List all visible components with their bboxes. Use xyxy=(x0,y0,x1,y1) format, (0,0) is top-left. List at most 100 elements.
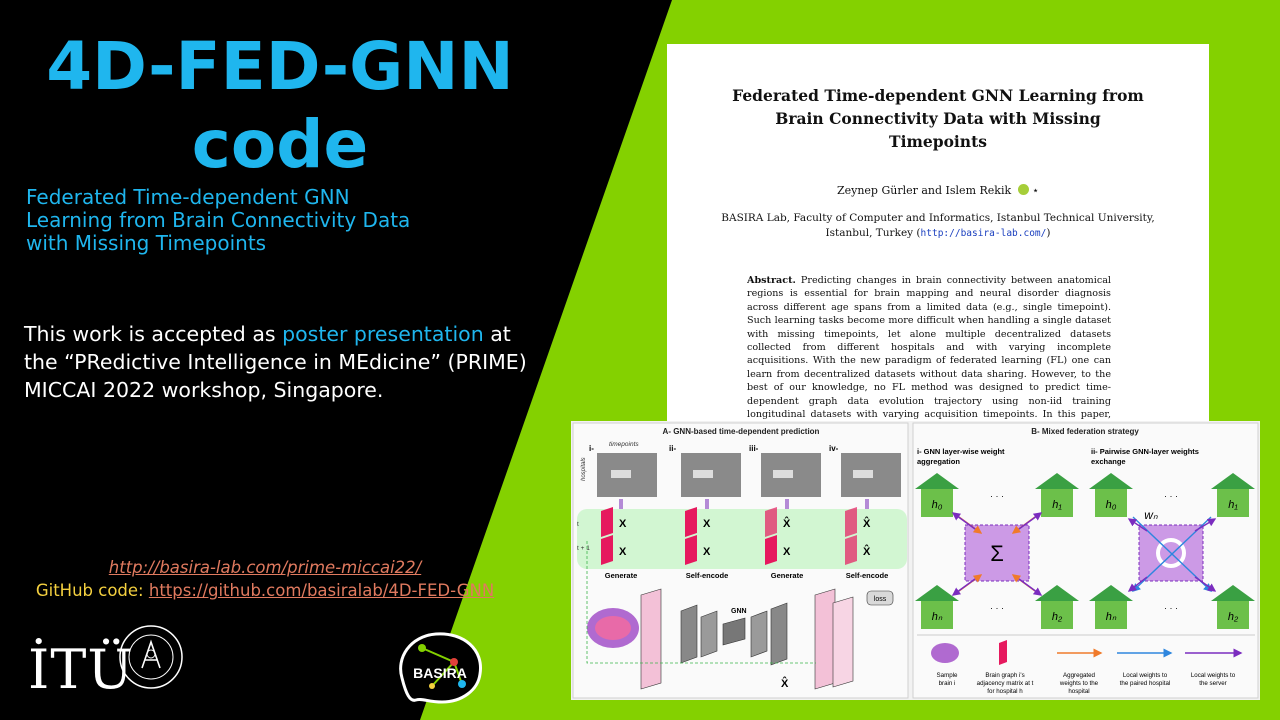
paper-title-line2: Brain Connectivity Data with Missing xyxy=(775,109,1101,128)
legend-2-l1: Aggregated xyxy=(1063,672,1096,679)
svg-text:X̂: X̂ xyxy=(863,545,871,558)
affil-line2-post: ) xyxy=(1046,227,1051,239)
loss-label: loss xyxy=(874,596,887,603)
accepted-line2: the “PRedictive Intelligence in MEdicine… xyxy=(24,350,527,374)
svg-text:X: X xyxy=(619,518,627,530)
accepted-pre: This work is accepted as xyxy=(24,322,283,346)
col-i-label: i- xyxy=(589,444,594,453)
h2-label: h₂ xyxy=(1052,611,1063,623)
svg-text:X̂: X̂ xyxy=(781,677,789,690)
accepted-line3: MICCAI 2022 workshop, Singapore. xyxy=(24,378,384,402)
dots-bottom-b: · · · xyxy=(1164,603,1178,613)
slide-title-line2: code xyxy=(191,106,369,183)
basira-logo-text: BASIRA xyxy=(413,665,467,681)
svg-text:X: X xyxy=(703,518,711,530)
col-label-selfencode-2: Self-encode xyxy=(846,571,889,580)
hn-label-b: hₙ xyxy=(1106,611,1117,623)
legend-3-l2: the paired hospital xyxy=(1120,680,1171,687)
t1-label: t + 1 xyxy=(577,545,590,552)
authors-text: Zeynep Gürler and Islem Rekik xyxy=(836,184,1012,197)
acceptance-note: This work is accepted as poster presenta… xyxy=(24,320,584,404)
panel-a-title: A- GNN-based time-dependent prediction xyxy=(663,427,820,436)
col-label-selfencode-1: Self-encode xyxy=(686,571,729,580)
h0-label: h₀ xyxy=(932,499,943,511)
abstract-text: Predicting changes in brain connectivity… xyxy=(747,275,1111,433)
col-iii-label: iii- xyxy=(749,444,759,453)
h2-label-b: h₂ xyxy=(1228,611,1239,623)
slide-title-line1: 4D-FED-GNN xyxy=(46,28,514,105)
paper-authors: Zeynep Gürler and Islem Rekik ⋆ xyxy=(667,184,1209,197)
legend-3-l1: Local weights to xyxy=(1123,672,1168,679)
svg-text:X̂: X̂ xyxy=(783,517,791,530)
sigma-label: Σ xyxy=(990,541,1004,566)
col-ii-label: ii- xyxy=(669,444,676,453)
wn-label: wₙ xyxy=(1144,508,1158,522)
b-i-line1: i- GNN layer-wise weight xyxy=(917,447,1005,456)
paper-title-line1: Federated Time-dependent GNN Learning fr… xyxy=(732,86,1144,105)
legend-matrix-icon xyxy=(999,640,1007,665)
t-label: t xyxy=(577,521,579,528)
orcid-icon xyxy=(1017,184,1029,195)
github-label: GitHub code: xyxy=(35,581,149,600)
itu-logo: İTÜ xyxy=(28,638,134,701)
legend-2-l2: weights to the xyxy=(1059,680,1099,687)
subtitle-line3: with Missing Timepoints xyxy=(26,231,267,255)
affil-url[interactable]: http://basira-lab.com/ xyxy=(920,228,1047,239)
subtitle-line2: Learning from Brain Connectivity Data xyxy=(26,208,411,232)
github-link[interactable]: https://github.com/basiralab/4D-FED-GNN xyxy=(148,581,495,600)
method-figure-svg: A- GNN-based time-dependent prediction i… xyxy=(572,422,1259,699)
h0-label-b: h₀ xyxy=(1106,499,1117,511)
exchange-cycle-icon xyxy=(1156,538,1186,568)
paper-title: Federated Time-dependent GNN Learning fr… xyxy=(667,84,1209,153)
legend-4-l2: the server xyxy=(1199,680,1227,687)
method-figure: A- GNN-based time-dependent prediction i… xyxy=(571,421,1260,700)
svg-text:X: X xyxy=(783,546,791,558)
legend-brain-icon xyxy=(931,643,959,663)
paper-affiliation: BASIRA Lab, Faculty of Computer and Info… xyxy=(697,211,1179,241)
timepoints-label: timepoints xyxy=(609,441,639,448)
panel-b-title: B- Mixed federation strategy xyxy=(1031,427,1139,436)
paper-page: Federated Time-dependent GNN Learning fr… xyxy=(667,44,1209,434)
svg-text:X: X xyxy=(619,546,627,558)
hospital-house-icon xyxy=(915,473,1255,629)
time-band xyxy=(577,509,907,569)
legend-2-l3: hospital xyxy=(1068,688,1089,695)
hospitals-label: hospitals xyxy=(581,457,587,481)
svg-text:X̂: X̂ xyxy=(863,517,871,530)
hn-label: hₙ xyxy=(932,611,943,623)
poster-highlight: poster presentation xyxy=(282,322,484,346)
gnn-label: GNN xyxy=(731,608,747,615)
col-label-generate-1: Generate xyxy=(605,571,638,580)
paper-abstract: Abstract. Predicting changes in brain co… xyxy=(747,274,1111,434)
itu-seal-icon xyxy=(119,625,183,689)
affil-line1: BASIRA Lab, Faculty of Computer and Info… xyxy=(721,212,1155,224)
affil-line2-pre: Istanbul, Turkey ( xyxy=(825,227,921,239)
legend-1-l1: Brain graph i's xyxy=(985,672,1024,679)
prime-link[interactable]: http://basira-lab.com/prime-miccai22/ xyxy=(108,558,422,577)
dots-bottom-a: · · · xyxy=(990,603,1004,613)
h1-label: h₁ xyxy=(1052,499,1062,511)
svg-text:X: X xyxy=(703,546,711,558)
author-mark: ⋆ xyxy=(1032,184,1040,197)
server-node xyxy=(964,524,1030,582)
paper-title-line3: Timepoints xyxy=(889,132,987,151)
b-ii-line2: exchange xyxy=(1091,457,1126,466)
legend-4-l1: Local weights to xyxy=(1191,672,1236,679)
legend-1-l3: for hospital h xyxy=(987,688,1023,695)
legend-0-l1: Sample xyxy=(937,672,959,679)
accepted-post: at xyxy=(483,322,511,346)
dots-top-b: · · · xyxy=(1164,491,1178,501)
github-line: GitHub code: https://github.com/basirala… xyxy=(0,581,530,600)
subtitle-line1: Federated Time-dependent GNN xyxy=(26,185,350,209)
abstract-label: Abstract. xyxy=(747,275,796,286)
basira-logo: BASIRA xyxy=(399,632,482,704)
b-i-line2: aggregation xyxy=(917,457,960,466)
col-label-generate-2: Generate xyxy=(771,571,804,580)
h1-label-b: h₁ xyxy=(1228,499,1238,511)
legend-1-l2: adjacency matrix at t xyxy=(977,680,1034,687)
dots-top-a: · · · xyxy=(990,491,1004,501)
slide-subtitle: Federated Time-dependent GNN Learning fr… xyxy=(26,186,486,255)
legend-0-l2: brain i xyxy=(939,680,956,687)
col-iv-label: iv- xyxy=(829,444,839,453)
b-ii-line1: ii- Pairwise GNN-layer weights xyxy=(1091,447,1199,456)
